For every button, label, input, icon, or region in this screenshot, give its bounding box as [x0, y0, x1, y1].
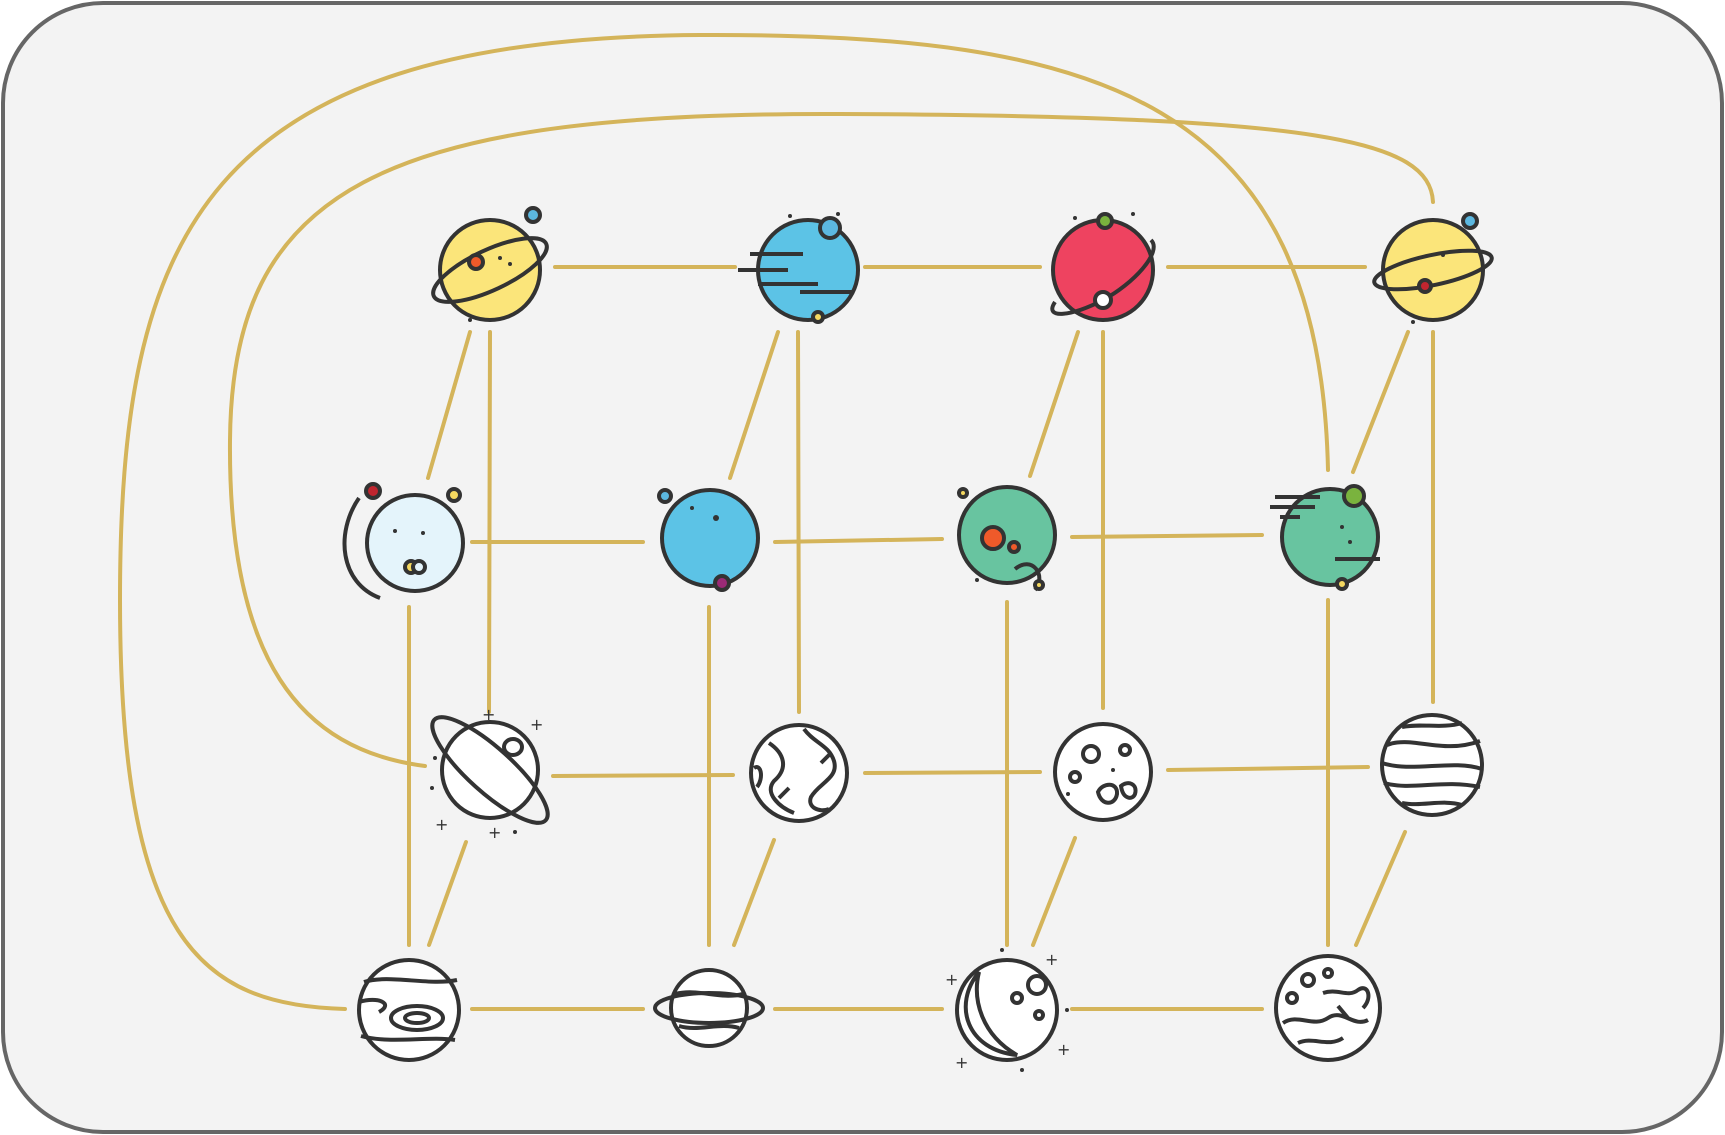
svg-text:+: + — [530, 715, 543, 734]
yellow-ringed-planet-icon — [431, 206, 549, 322]
edge-yellow-orbit-to-green-speeding — [1351, 330, 1410, 474]
edge-green-to-green-speeding — [1070, 533, 1264, 539]
edge-yellow-ringed-to-pale-moon — [426, 330, 472, 480]
sketch-mars-like-icon — [1274, 954, 1382, 1062]
blue-speeding-planet-icon — [738, 212, 860, 324]
edge-jupiter-to-green-speeding-loop — [117, 32, 1330, 1011]
edge-cratered-moon-to-crescent — [1031, 836, 1077, 947]
edge-banded-to-mars-like — [1354, 830, 1407, 947]
edge-earth-to-cratered-moon — [863, 770, 1042, 775]
edge-saturn-to-yellow-orbit-loop — [227, 111, 1435, 768]
edge-yellow-ringed-to-saturn — [487, 330, 492, 714]
sketch-earth-icon — [749, 723, 849, 823]
sketch-banded-planet-icon — [1380, 713, 1484, 817]
svg-text:+: + — [435, 815, 448, 834]
edge-saturn-to-earth — [551, 773, 735, 778]
svg-text:+: + — [1045, 950, 1058, 969]
red-planet-icon — [1050, 212, 1156, 322]
sketch-cratered-moon-icon — [1053, 722, 1153, 822]
svg-text:+: + — [488, 823, 501, 842]
edge-red-to-green — [1028, 330, 1080, 478]
blue-planet-icon — [657, 488, 760, 592]
green-planet-icon — [957, 485, 1057, 592]
node-layer: + + + + — [342, 206, 1494, 1072]
edge-blue-speeding-to-blue — [728, 330, 780, 480]
green-speeding-planet-icon — [1270, 484, 1380, 591]
edge-saturn-to-jupiter — [427, 840, 468, 947]
svg-text:+: + — [1057, 1040, 1070, 1059]
yellow-orbit-planet-icon — [1372, 212, 1494, 324]
svg-text:+: + — [955, 1053, 968, 1072]
svg-text:+: + — [482, 705, 495, 724]
edge-blue-speeding-to-earth — [796, 330, 801, 714]
pale-moon-planet-icon — [342, 482, 465, 600]
edge-blue-to-green — [773, 537, 944, 544]
edge-cratered-moon-to-banded — [1166, 765, 1370, 772]
sketch-small-ringed-icon — [653, 968, 765, 1048]
edge-layer — [117, 32, 1435, 1011]
sketch-crescent-moon-icon: + + + + — [945, 948, 1070, 1072]
svg-text:+: + — [945, 970, 958, 989]
sketch-saturn-icon: + + + + — [430, 705, 550, 842]
sketch-jupiter-icon — [357, 958, 461, 1062]
edge-earth-to-small-ringed — [732, 838, 776, 947]
